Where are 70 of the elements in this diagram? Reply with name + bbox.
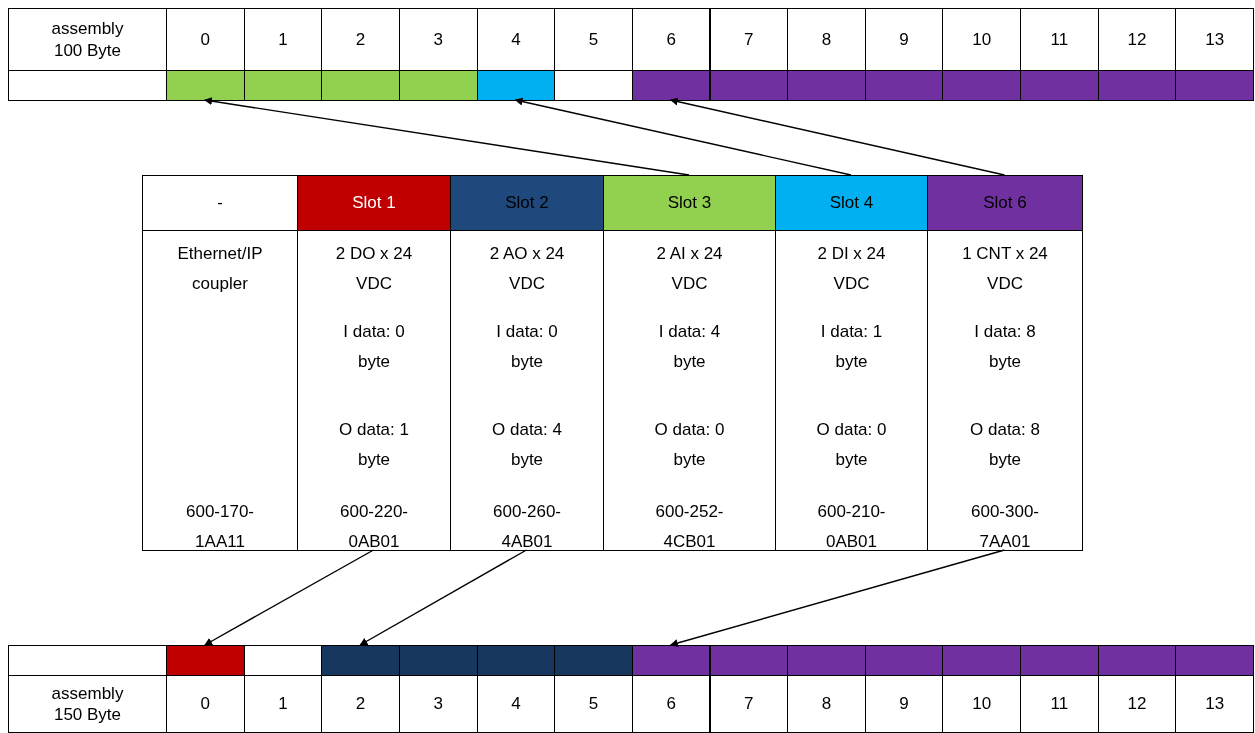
part-number-text: 600-220-0AB01 <box>338 501 410 553</box>
slot-header-cell: Slot 1 <box>297 175 451 231</box>
byte-cell <box>1175 70 1254 101</box>
byte-cell <box>942 70 1022 101</box>
byte-number-cell: 6 <box>631 8 711 71</box>
arrow <box>359 549 528 646</box>
byte-cell <box>864 645 944 676</box>
byte-cell <box>709 70 789 101</box>
module-type-text: 2 DI x 24 VDC <box>816 243 887 295</box>
part-number-text: 600-300-7AA01 <box>969 501 1041 553</box>
module-column-cell <box>142 230 298 551</box>
input-data-text: I data: 0 byte <box>342 321 406 373</box>
slot-header-cell: Slot 3 <box>603 175 776 231</box>
arrow <box>204 97 690 176</box>
byte-cell <box>864 70 944 101</box>
row-header-cell: assembly 150 Byte <box>8 675 167 733</box>
byte-number-cell: 13 <box>1175 675 1254 733</box>
byte-number-cell: 7 <box>709 675 789 733</box>
output-data-text: O data: 4 byte <box>492 419 562 471</box>
byte-cell <box>787 70 866 101</box>
output-data-text: O data: 8 byte <box>970 419 1040 471</box>
byte-cell <box>166 645 245 676</box>
byte-cell <box>709 645 789 676</box>
byte-cell <box>787 645 866 676</box>
module-type-text: 2 AI x 24 VDC <box>655 243 724 295</box>
input-data-text: I data: 4 byte <box>657 321 722 373</box>
output-data-text: O data: 0 byte <box>816 419 887 471</box>
byte-cell <box>1020 645 1099 676</box>
slot-header-cell: Slot 2 <box>450 175 604 231</box>
byte-cell <box>631 645 711 676</box>
part-number-text: 600-252-4CB01 <box>654 501 725 553</box>
byte-cell <box>243 70 323 101</box>
slot-header-cell: Slot 4 <box>775 175 928 231</box>
byte-cell <box>321 70 400 101</box>
arrow <box>669 549 1006 647</box>
byte-cell <box>942 645 1022 676</box>
byte-cell <box>1175 645 1254 676</box>
byte-cell <box>1020 70 1099 101</box>
slot-header-cell: Slot 6 <box>927 175 1083 231</box>
part-number-text: 600-210-0AB01 <box>816 501 887 553</box>
module-type-text: 2 DO x 24 VDC <box>334 243 414 295</box>
input-data-text: I data: 0 byte <box>495 321 559 373</box>
byte-cell <box>554 645 633 676</box>
row-header-cell: assembly 100 Byte <box>8 8 167 71</box>
output-data-text: O data: 0 byte <box>654 419 725 471</box>
part-number-text: 600-260-4AB01 <box>491 501 563 553</box>
byte-number-cell: 7 <box>709 8 789 71</box>
byte-cell <box>166 70 245 101</box>
module-type-text: 2 AO x 24 VDC <box>488 243 566 295</box>
input-data-text: I data: 1 byte <box>819 321 884 373</box>
part-number-text: 600-170-1AA11 <box>184 501 256 553</box>
output-data-text: O data: 1 byte <box>339 419 409 471</box>
module-type-text: 1 CNT x 24 VDC <box>961 243 1049 295</box>
byte-cell <box>476 70 556 101</box>
byte-number-cell: 13 <box>1175 8 1254 71</box>
arrow <box>514 97 852 176</box>
byte-number-cell: 6 <box>631 675 711 733</box>
module-column-cell <box>927 230 1083 551</box>
byte-cell <box>398 70 478 101</box>
byte-cell <box>1097 645 1177 676</box>
byte-cell <box>398 645 478 676</box>
byte-cell <box>476 645 556 676</box>
input-data-text: I data: 8 byte <box>973 321 1037 373</box>
slot-header-cell: - <box>142 175 298 231</box>
byte-cell <box>321 645 400 676</box>
byte-cell <box>1097 70 1177 101</box>
module-type-text: Ethernet/IP coupler <box>176 243 264 295</box>
byte-cell <box>631 70 711 101</box>
arrow <box>669 97 1006 176</box>
arrow <box>204 549 375 646</box>
